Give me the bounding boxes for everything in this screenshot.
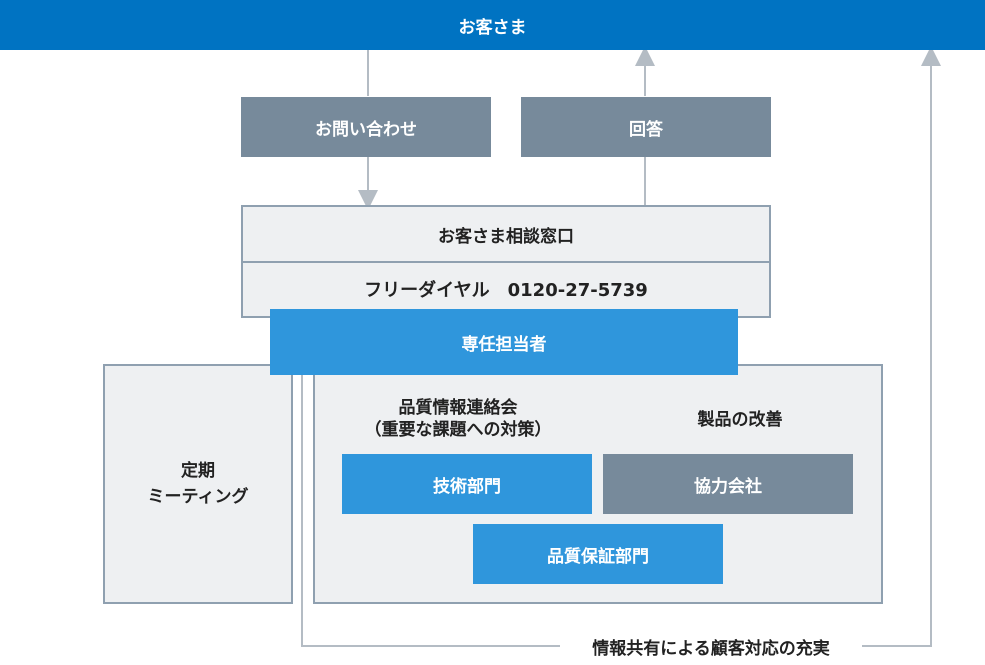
dedicated-staff-box: 専任担当者 — [270, 309, 738, 375]
regular-meeting-box: 定期 ミーティング — [103, 364, 293, 604]
quality-meeting-label: 品質情報連絡会 （重要な課題への対策） — [364, 398, 552, 440]
product-improvement-label: 製品の改善 — [697, 409, 783, 430]
info-sharing-loop-return — [862, 46, 941, 647]
answer-box: 回答 — [521, 97, 771, 157]
engineering-dept-box: 技術部門 — [342, 454, 592, 514]
inquiry-box: お問い合わせ — [241, 97, 491, 157]
consultation-window-box: お客さま相談窓口 フリーダイヤル 0120-27-5739 — [241, 205, 771, 318]
info-sharing-loop — [301, 375, 560, 647]
quality-assurance-dept-box: 品質保証部門 — [473, 524, 723, 584]
info-sharing-caption: 情報共有による顧客対応の充実 — [562, 634, 860, 659]
partner-companies-box: 協力会社 — [603, 454, 853, 514]
consultation-window-phone: フリーダイヤル 0120-27-5739 — [364, 280, 648, 301]
consultation-window-title: お客さま相談窓口 — [243, 207, 769, 263]
customer-bar: お客さま — [0, 0, 985, 50]
